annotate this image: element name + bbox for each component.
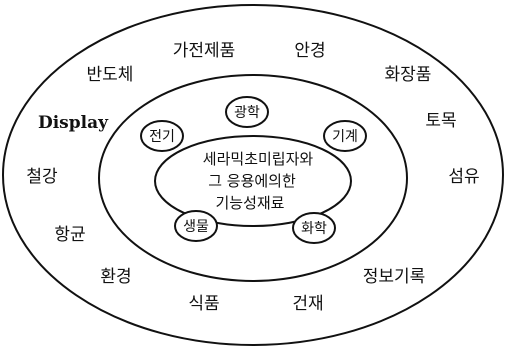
middle-ring [98,74,408,282]
core-node-optics: 광학 [225,96,269,128]
field-semiconductor: 반도체 [87,65,134,85]
field-display: Display [38,113,109,133]
center-title-line-3: 기능성재료 [215,194,284,212]
field-food: 식품 [188,294,219,314]
core-node-chemistry: 화학 [292,212,336,244]
center-title-line-1: 세라믹초미립자와 [203,150,314,168]
core-node-chemistry-label: 화학 [301,221,327,237]
core-node-optics-label: 광학 [234,105,260,121]
field-information-recording: 정보기록 [363,267,426,287]
field-appliances: 가전제품 [173,41,236,61]
field-antibacterial: 항균 [54,225,85,245]
core-node-electric: 전기 [140,120,184,152]
outer-ring [2,4,504,346]
center-title-line-2: 그 응용에의한 [208,172,296,190]
field-construction-materials: 건재 [292,294,323,314]
field-environment: 환경 [100,267,131,287]
core-node-mechanical-label: 기계 [332,129,358,145]
field-steel: 철강 [26,167,58,187]
field-cosmetics: 화장품 [385,65,432,85]
field-civil-engineering: 토목 [425,111,456,131]
core-node-electric-label: 전기 [149,129,175,145]
field-eyeglasses: 안경 [294,41,325,61]
center-title: 세라믹초미립자와 그 응용에의한 기능성재료 [203,150,314,212]
core-node-mechanical: 기계 [323,120,367,152]
core-node-biology-label: 생물 [183,219,209,235]
field-fiber: 섬유 [448,167,479,187]
core-node-biology: 생물 [174,210,218,242]
inner-ring [154,135,352,227]
